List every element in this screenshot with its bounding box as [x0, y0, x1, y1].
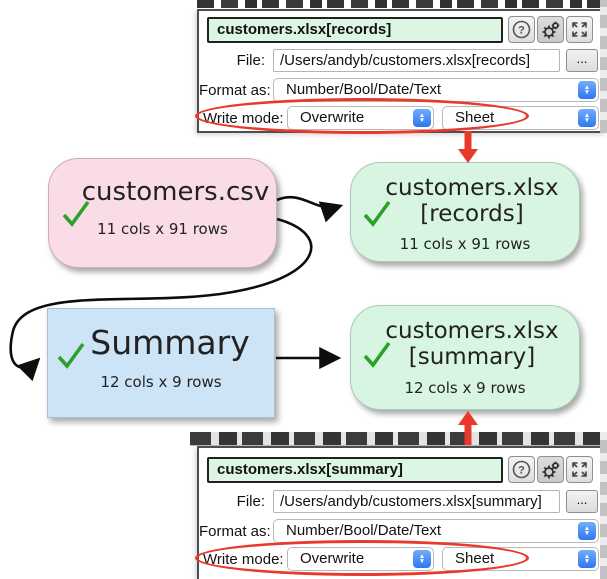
file-path-field[interactable]: /Users/andyb/customers.xlsx[summary] [273, 490, 560, 513]
format-as-value: Number/Bool/Date/Text [286, 522, 442, 539]
success-check-icon [57, 342, 85, 369]
help-button[interactable]: ? [508, 456, 535, 483]
node-stats: 12 cols x 9 rows [100, 373, 222, 391]
output-panel-records: customers.xlsx[records] ? [197, 9, 607, 133]
help-button[interactable]: ? [508, 16, 535, 43]
node-customers-xlsx-records[interactable]: customers.xlsx[records] 11 cols x 91 row… [350, 162, 580, 262]
stepper-icon: ▲▼ [578, 81, 596, 99]
browse-button[interactable]: ... [566, 490, 598, 513]
node-title: customers.xlsx[records] [385, 175, 559, 228]
write-mode-value: Overwrite [300, 109, 365, 126]
sheet-mode-value: Sheet [455, 550, 495, 567]
node-title: Summary [90, 323, 250, 362]
help-icon: ? [512, 20, 531, 39]
output-panel-summary: customers.xlsx[summary] ? [197, 446, 607, 579]
red-arrow-down-icon [458, 131, 478, 163]
torn-edge-right-top [600, 0, 607, 133]
svg-text:?: ? [518, 465, 525, 477]
node-customers-csv[interactable]: customers.csv 11 cols x 91 rows [48, 158, 277, 268]
torn-edge-middle [190, 432, 607, 446]
sheet-mode-select[interactable]: Sheet ▲▼ [442, 106, 599, 130]
panel-title: customers.xlsx[summary] [207, 457, 503, 483]
format-as-label: Format as: [199, 82, 271, 99]
stepper-icon: ▲▼ [578, 109, 596, 127]
write-mode-select[interactable]: Overwrite ▲▼ [287, 547, 434, 571]
gears-icon [542, 21, 559, 38]
stepper-icon: ▲▼ [578, 522, 596, 540]
file-label: File: [236, 52, 265, 69]
stepper-icon: ▲▼ [413, 109, 431, 127]
file-label: File: [236, 493, 265, 510]
format-as-label: Format as: [199, 523, 271, 540]
format-as-select[interactable]: Number/Bool/Date/Text ▲▼ [273, 78, 599, 102]
file-path-field[interactable]: /Users/andyb/customers.xlsx[records] [273, 49, 560, 72]
write-mode-select[interactable]: Overwrite ▲▼ [287, 106, 434, 130]
stepper-icon: ▲▼ [578, 550, 596, 568]
edge-csv-to-records [276, 195, 344, 223]
node-stats: 11 cols x 91 rows [399, 234, 531, 253]
expand-arrows-icon [572, 22, 587, 37]
sheet-mode-select[interactable]: Sheet ▲▼ [442, 547, 599, 571]
write-mode-value: Overwrite [300, 550, 365, 567]
success-check-icon [62, 200, 90, 227]
expand-arrows-icon [572, 462, 587, 477]
browse-button[interactable]: ... [566, 49, 598, 72]
settings-button[interactable] [537, 456, 564, 483]
node-title: customers.csv [81, 177, 270, 207]
success-check-icon [363, 341, 391, 368]
format-as-value: Number/Bool/Date/Text [286, 81, 442, 98]
panel-title: customers.xlsx[records] [207, 17, 503, 43]
torn-edge-top [197, 0, 607, 8]
write-mode-label: Write mode: [203, 551, 284, 568]
node-summary-transform[interactable]: Summary 12 cols x 9 rows [47, 308, 275, 418]
torn-edge-right-bottom [600, 432, 607, 579]
format-as-select[interactable]: Number/Bool/Date/Text ▲▼ [273, 519, 599, 543]
node-title: customers.xlsx[summary] [385, 318, 559, 371]
help-icon: ? [512, 460, 531, 479]
node-customers-xlsx-summary[interactable]: customers.xlsx[summary] 12 cols x 9 rows [350, 305, 580, 410]
node-stats: 11 cols x 91 rows [97, 220, 228, 238]
node-stats: 12 cols x 9 rows [404, 378, 526, 397]
gears-icon [542, 461, 559, 478]
svg-text:?: ? [518, 25, 525, 37]
expand-button[interactable] [566, 456, 593, 483]
expand-button[interactable] [566, 16, 593, 43]
sheet-mode-value: Sheet [455, 109, 495, 126]
write-mode-label: Write mode: [203, 110, 284, 127]
success-check-icon [363, 200, 391, 227]
settings-button[interactable] [537, 16, 564, 43]
stepper-icon: ▲▼ [413, 550, 431, 568]
